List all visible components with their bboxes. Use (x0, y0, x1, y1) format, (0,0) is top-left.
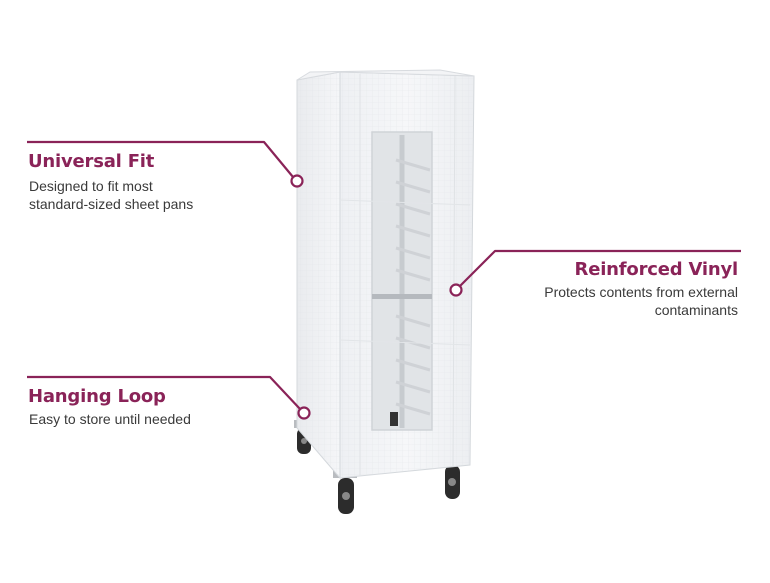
leader-line-reinforced-vinyl (459, 249, 741, 287)
callout-description: Easy to store until needed (29, 411, 191, 427)
leader-line-universal-fit (27, 140, 294, 178)
callout-description: Designed to fit most standard-sized shee… (29, 178, 194, 212)
callout-title: Hanging Loop (28, 386, 166, 407)
callout-title: Universal Fit (28, 151, 155, 172)
anchor-dot-icon (290, 174, 304, 188)
leader-line-hanging-loop (27, 375, 301, 410)
anchor-dot-icon (449, 283, 463, 297)
callout-description: Protects contents from external contamin… (544, 284, 738, 318)
anchor-dot-icon (297, 406, 311, 420)
callout-title: Reinforced Vinyl (574, 259, 739, 280)
